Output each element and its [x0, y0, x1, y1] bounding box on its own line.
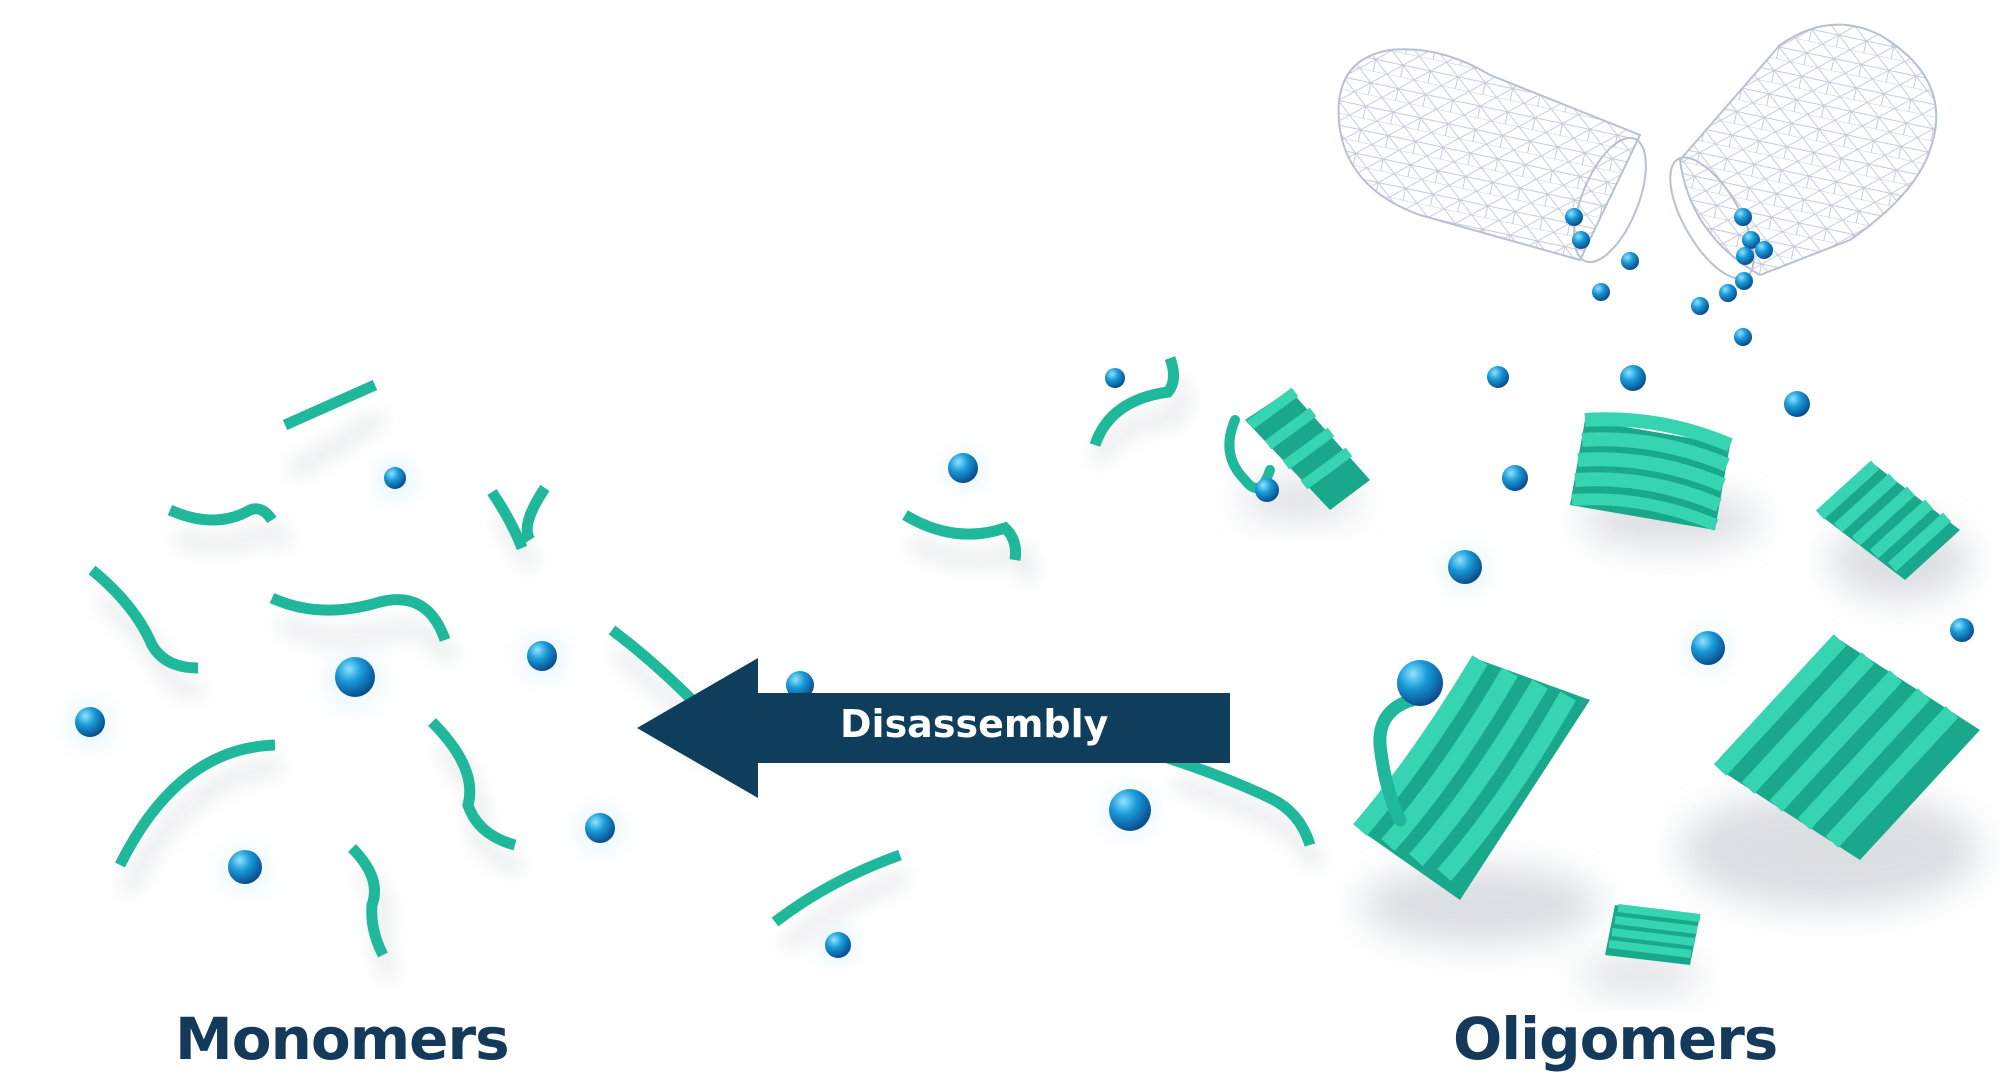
oligomer-sheet-top-center	[1570, 412, 1733, 531]
sphere	[1735, 272, 1753, 290]
monomer-strand	[269, 592, 451, 642]
sphere	[1620, 365, 1646, 391]
sphere	[1592, 283, 1610, 301]
disassembly-arrow	[637, 658, 1230, 798]
capsule-right-half	[1669, 23, 1938, 280]
sphere	[1621, 252, 1639, 270]
sphere	[228, 850, 262, 884]
monomer-strand	[88, 565, 199, 674]
sphere	[1719, 284, 1737, 302]
arrow-label: Disassembly	[840, 702, 1109, 746]
sphere	[1742, 231, 1760, 249]
sphere	[1502, 465, 1528, 491]
sphere	[948, 453, 978, 483]
monomer-strand	[167, 503, 277, 526]
monomer-strand	[1089, 356, 1179, 447]
sphere	[1448, 550, 1482, 584]
monomer-strand	[428, 718, 517, 851]
sphere	[335, 657, 375, 697]
sphere	[1755, 241, 1773, 259]
sphere	[1487, 366, 1509, 388]
sphere	[1691, 631, 1725, 665]
monomer-strand	[902, 510, 1021, 561]
sphere	[1691, 297, 1709, 315]
sphere	[1565, 208, 1583, 226]
sphere	[1397, 660, 1443, 706]
sphere	[527, 641, 557, 671]
sphere	[1736, 247, 1754, 265]
oligomers-label: Oligomers	[1453, 1005, 1778, 1073]
sphere	[585, 813, 615, 843]
monomer-strand	[115, 739, 276, 868]
sphere	[75, 707, 105, 737]
monomer-strand	[771, 849, 902, 927]
monomer-strand	[348, 844, 388, 958]
sphere	[825, 932, 851, 958]
oligomer-sheet-small-bottom	[1605, 904, 1701, 965]
sphere	[1734, 208, 1752, 226]
oligomer-sheet-small-top	[1224, 387, 1370, 510]
sphere	[1572, 231, 1590, 249]
sphere	[1784, 391, 1810, 417]
sphere	[1105, 368, 1125, 388]
sphere	[1950, 618, 1974, 642]
monomer-strand	[1166, 752, 1316, 847]
sphere	[1255, 478, 1279, 502]
monomer-strand	[282, 379, 378, 431]
monomers-label: Monomers	[175, 1005, 510, 1073]
monomer-strand	[487, 488, 528, 551]
monomer-strand	[521, 484, 550, 544]
oligomer-sheet-large-right	[1713, 634, 1980, 860]
sphere	[1109, 789, 1151, 831]
spheres	[75, 208, 1974, 958]
sphere	[1734, 328, 1752, 346]
sphere	[384, 467, 406, 489]
sphere	[786, 671, 814, 699]
oligomer-sheet-right-upper	[1815, 460, 1960, 580]
capsule-left-half	[1337, 48, 1647, 264]
oligomer-sheet-large-center	[1353, 655, 1590, 900]
